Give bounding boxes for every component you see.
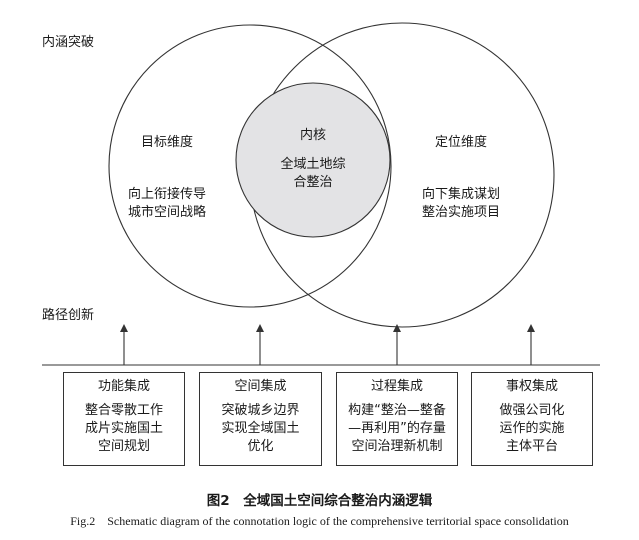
box-line: 运作的实施 <box>499 421 565 436</box>
core-body-1: 全域土地综 <box>280 157 346 172</box>
box-title: 过程集成 <box>370 379 423 394</box>
figure-caption-cn: 图2 全域国土空间综合整治内涵逻辑 <box>206 493 433 509</box>
right-circle-title: 定位维度 <box>434 135 488 150</box>
box-process-integration: 过程集成 构建“整治—整备 —再利用”的存量 空间治理新机制 <box>336 372 458 466</box>
box-line: 构建“整治—整备 <box>348 403 446 418</box>
core-body-2: 合整治 <box>293 175 333 190</box>
arrow-1 <box>120 324 128 365</box>
box-line: 整合零散工作 <box>84 403 163 418</box>
figure-caption-en: Fig.2 Schematic diagram of the connotati… <box>70 514 569 528</box>
box-line: 空间治理新机制 <box>351 439 443 454</box>
box-title: 空间集成 <box>234 379 287 394</box>
box-line: 优化 <box>247 439 274 454</box>
left-circle-body-2: 城市空间战略 <box>127 205 207 220</box>
box-line: 突破城乡边界 <box>221 403 300 418</box>
box-title: 事权集成 <box>505 379 558 394</box>
right-circle-body-2: 整治实施项目 <box>421 205 501 220</box>
core-title: 内核 <box>299 128 327 143</box>
box-space-integration: 空间集成 突破城乡边界 实现全域国土 优化 <box>199 372 322 466</box>
arrow-2 <box>256 324 264 365</box>
box-line: 实现全域国土 <box>221 421 300 436</box>
left-circle-title: 目标维度 <box>140 135 194 150</box>
box-title: 功能集成 <box>97 379 150 394</box>
box-line: 空间规划 <box>97 439 150 454</box>
box-function-integration: 功能集成 整合零散工作 成片实施国土 空间规划 <box>63 372 185 466</box>
core-circle <box>235 82 391 238</box>
box-line: —再利用”的存量 <box>348 421 446 436</box>
arrow-3 <box>393 324 401 365</box>
bottom-left-label: 路径创新 <box>42 308 95 323</box>
box-line: 主体平台 <box>505 439 558 454</box>
left-circle-body-1: 向上衔接传导 <box>127 187 207 202</box>
box-line: 成片实施国土 <box>84 421 163 436</box>
left-circle <box>108 24 392 308</box>
arrow-4 <box>527 324 535 365</box>
top-left-label: 内涵突破 <box>42 35 95 50</box>
box-authority-integration: 事权集成 做强公司化 运作的实施 主体平台 <box>471 372 593 466</box>
box-line: 做强公司化 <box>499 403 565 418</box>
right-circle-body-1: 向下集成谋划 <box>421 187 501 202</box>
